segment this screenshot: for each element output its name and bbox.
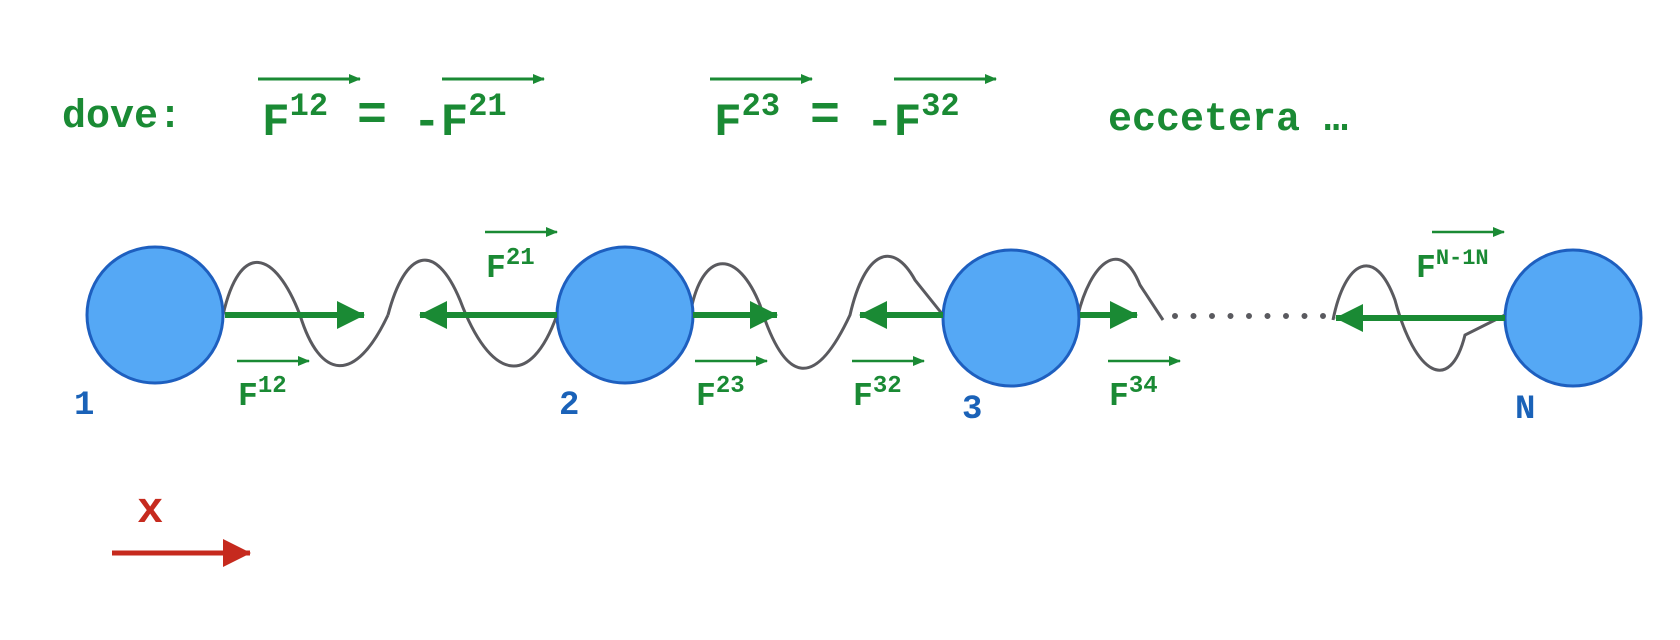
spring-2-3 xyxy=(690,254,945,370)
mass-label-2: 2 xyxy=(559,387,579,425)
eq2-lhs: F23 xyxy=(714,88,780,149)
spring-prev-N xyxy=(1331,264,1506,372)
force-label-21: F21 xyxy=(486,245,535,287)
eq1-lhs: F12 xyxy=(262,88,328,149)
header-prefix: dove: xyxy=(62,95,182,140)
force-label-12: F12 xyxy=(238,373,287,415)
mass-N xyxy=(1503,248,1643,388)
eq1-equals: = xyxy=(357,88,387,145)
eq1-rhs: -F21 xyxy=(413,88,507,149)
mass-3 xyxy=(941,248,1081,388)
eq2-rhs: -F32 xyxy=(866,88,960,149)
mass-label-3: 3 xyxy=(962,391,982,429)
eq2-equals: = xyxy=(810,88,840,145)
spring-3-next xyxy=(1076,257,1165,321)
force-label-23: F23 xyxy=(696,373,745,415)
mass-label-N: N xyxy=(1515,391,1535,429)
spring-1-2-b xyxy=(386,258,559,368)
force-label-N-1N: FN-1N xyxy=(1416,246,1489,287)
mass-label-1: 1 xyxy=(74,387,94,425)
axis-label-x: x xyxy=(137,486,163,536)
force-label-34: F34 xyxy=(1109,373,1158,415)
force-label-32: F32 xyxy=(853,373,902,415)
mass-1 xyxy=(85,245,225,385)
header-etc: eccetera … xyxy=(1108,98,1348,143)
mass-2 xyxy=(555,245,695,385)
